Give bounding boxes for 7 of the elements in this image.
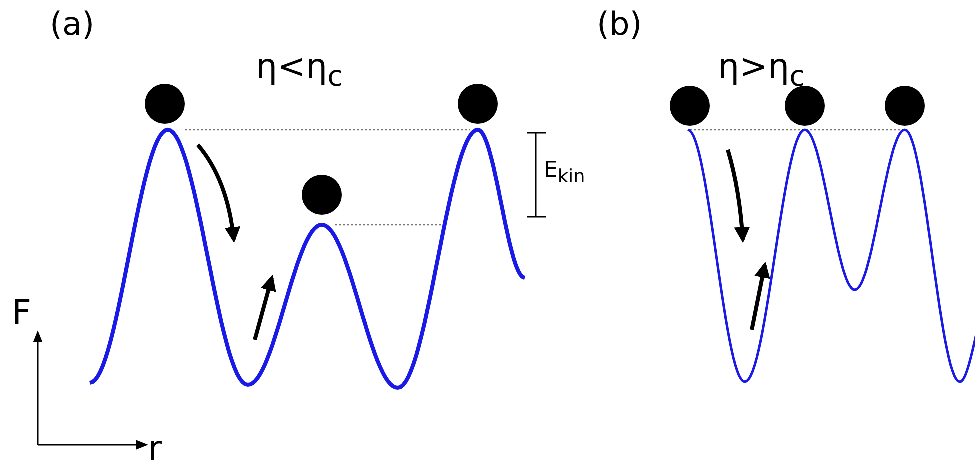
- axis-label: r: [148, 432, 162, 466]
- panel-label: (b): [597, 8, 642, 40]
- condition-label: η>η$_{c}$: [718, 50, 806, 92]
- condition-label: η<η$_{c}$: [256, 50, 344, 92]
- energy-label: E$_{kin}$: [544, 160, 586, 187]
- panel-label: (a): [50, 8, 95, 40]
- axis-label: F: [12, 296, 32, 330]
